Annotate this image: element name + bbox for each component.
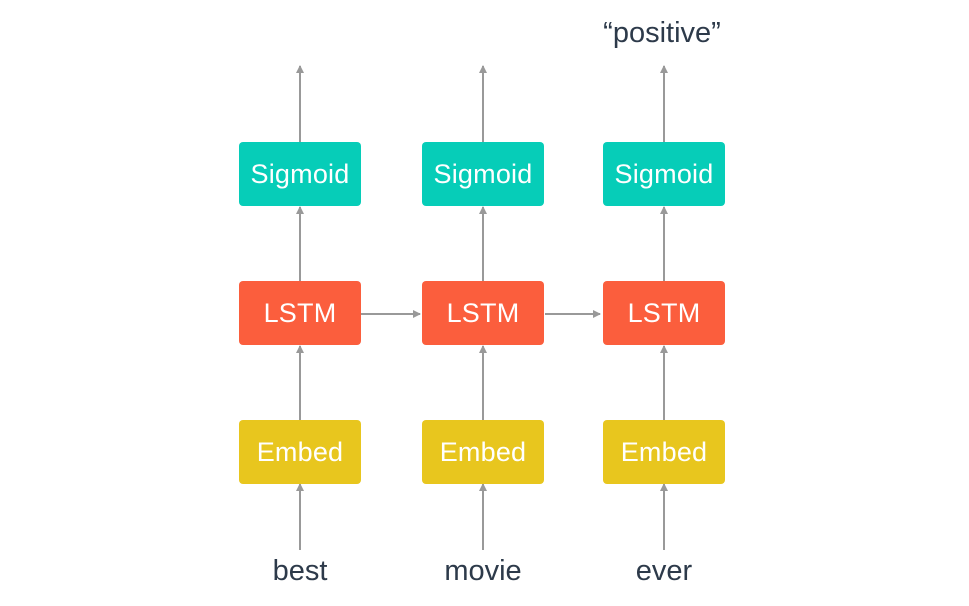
embed-box-2: Embed xyxy=(422,420,544,484)
output-label: “positive” xyxy=(603,17,721,49)
embed-box-1: Embed xyxy=(239,420,361,484)
input-word-1: best xyxy=(272,555,328,587)
lstm-box-1: LSTM xyxy=(239,281,361,345)
sigmoid-box-3: Sigmoid xyxy=(603,142,725,206)
lstm-box-2: LSTM xyxy=(422,281,544,345)
input-word-3: ever xyxy=(635,555,693,587)
sigmoid-box-2: Sigmoid xyxy=(422,142,544,206)
embed-box-3: Embed xyxy=(603,420,725,484)
sigmoid-box-1: Sigmoid xyxy=(239,142,361,206)
lstm-box-3: LSTM xyxy=(603,281,725,345)
input-word-2: movie xyxy=(444,555,522,587)
